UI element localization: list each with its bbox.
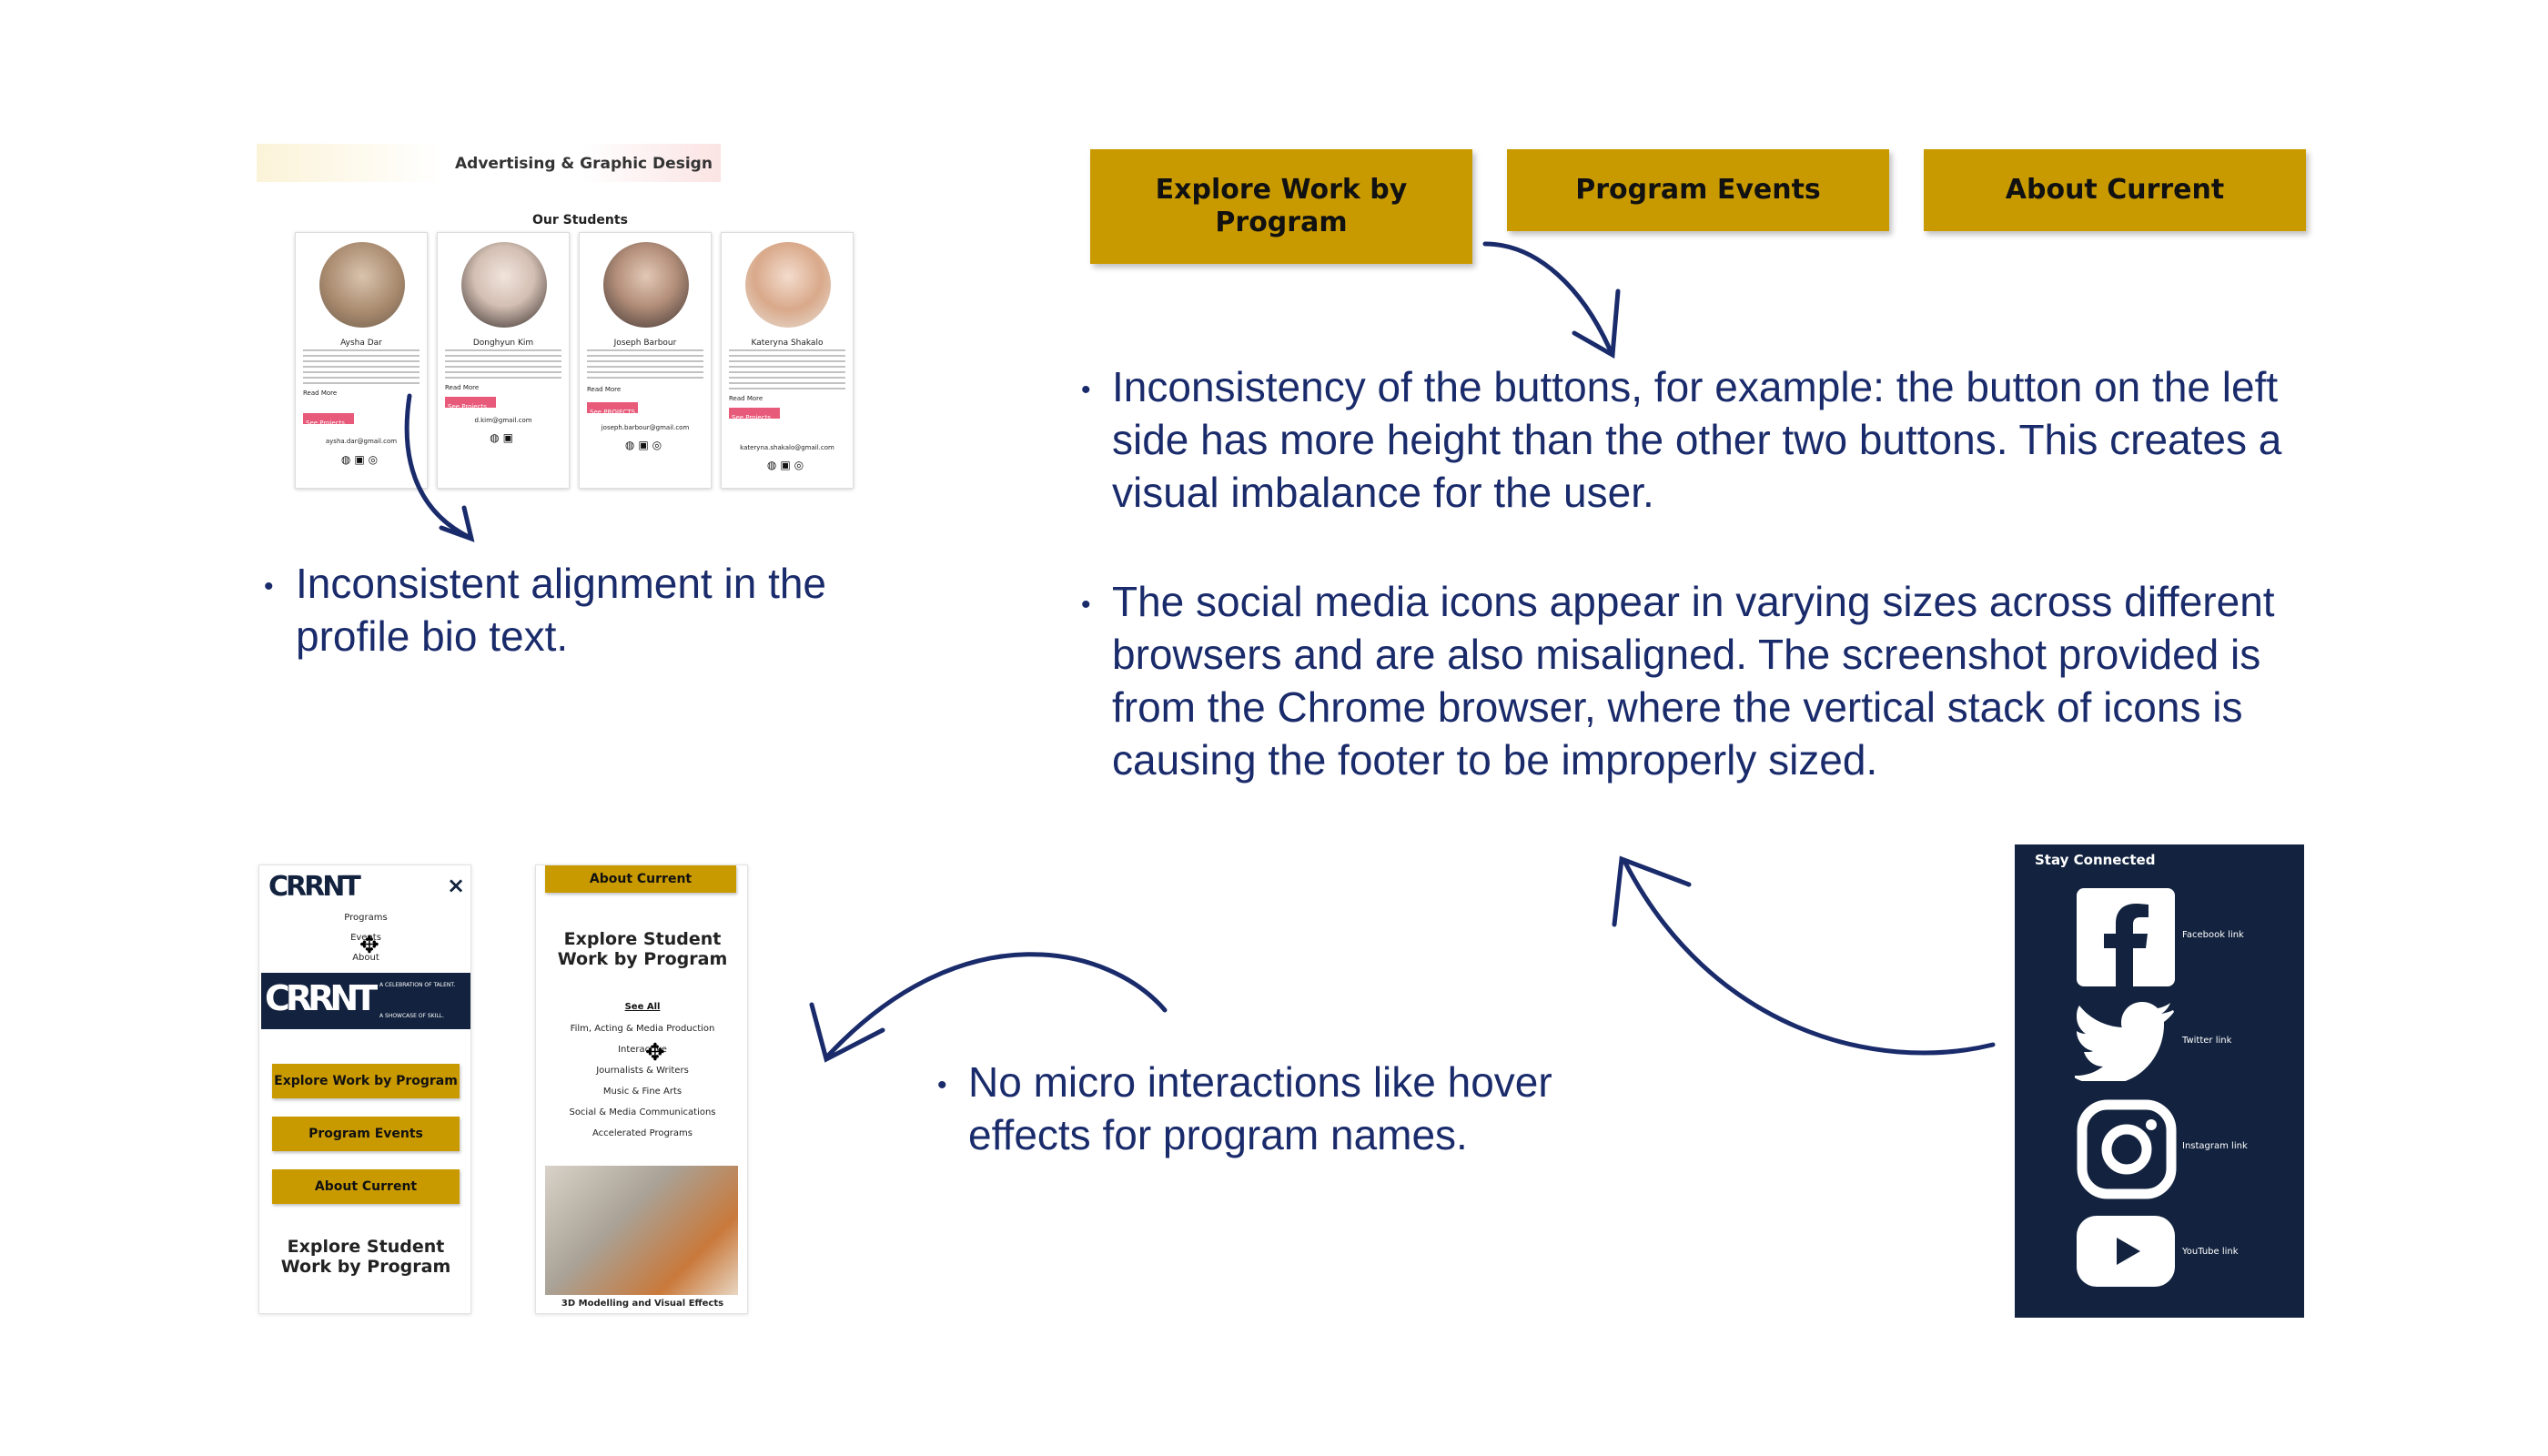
linkedin-icon[interactable]: ▣: [502, 431, 517, 444]
student-photo: [603, 242, 689, 328]
student-email[interactable]: joseph.barbour@gmail.com: [601, 424, 690, 431]
program-image-caption[interactable]: 3D Modelling and Visual Effects: [561, 1299, 724, 1309]
program-link[interactable]: Music & Fine Arts: [602, 1087, 682, 1097]
move-cursor-icon: ✥: [359, 931, 379, 958]
read-more-link[interactable]: Read More: [303, 389, 338, 397]
read-more-link[interactable]: Read More: [729, 395, 763, 402]
instagram-icon[interactable]: [2077, 1099, 2177, 1199]
see-all-link[interactable]: See All: [624, 1002, 661, 1012]
mobile-about-button[interactable]: About Current: [545, 865, 736, 893]
bullet-icon: •: [937, 1070, 947, 1100]
note-social: The social media icons appear in varying…: [1112, 578, 2275, 784]
mobile-programs-screen: About Current Explore Student Work by Pr…: [535, 864, 748, 1314]
footer-title: Stay Connected: [2035, 852, 2156, 868]
program-link[interactable]: Social & Media Communications: [569, 1107, 716, 1117]
menu-link-events[interactable]: Events: [350, 933, 381, 943]
move-cursor-icon: ✥: [645, 1038, 665, 1066]
instagram-icon[interactable]: ◎: [794, 459, 808, 471]
linkedin-icon[interactable]: ▣: [780, 459, 794, 471]
bullet-icon: •: [1081, 375, 1091, 405]
twitter-icon[interactable]: [2075, 1001, 2175, 1081]
hero-logo: CRRNT: [265, 978, 378, 1018]
menu-link-programs[interactable]: Programs: [344, 913, 388, 923]
program-banner: [257, 144, 721, 182]
student-bio: [445, 349, 561, 380]
program-link[interactable]: Accelerated Programs: [592, 1128, 693, 1138]
mobile-events-button[interactable]: Program Events: [272, 1117, 460, 1151]
student-name: Kateryna Shakalo: [751, 339, 824, 348]
student-card: Donghyun Kim Read More See Projects d.ki…: [437, 232, 570, 489]
read-more-link[interactable]: Read More: [587, 386, 622, 393]
instagram-icon[interactable]: ◎: [368, 453, 382, 466]
arrow-icon: [1482, 241, 1621, 359]
close-icon[interactable]: ×: [447, 873, 466, 898]
arrow-icon: [809, 952, 1168, 1063]
program-link[interactable]: Journalists & Writers: [596, 1066, 689, 1076]
about-current-button[interactable]: About Current: [1924, 149, 2306, 231]
bullet-icon: •: [1081, 590, 1091, 620]
student-card: Kateryna Shakalo Read More See Projects …: [721, 232, 854, 489]
youtube-link[interactable]: YouTube link: [2182, 1247, 2239, 1257]
programs-title: Explore Student Work by Program: [557, 929, 728, 969]
bullet-icon: •: [264, 571, 274, 602]
read-more-link[interactable]: Read More: [445, 384, 480, 391]
student-email[interactable]: d.kim@gmail.com: [474, 417, 532, 424]
globe-icon[interactable]: ◍: [766, 459, 781, 471]
mobile-explore-button[interactable]: Explore Work by Program: [272, 1064, 460, 1098]
crrnt-logo[interactable]: CRRNT: [268, 871, 361, 903]
instagram-link[interactable]: Instagram link: [2182, 1141, 2248, 1151]
student-name: Donghyun Kim: [472, 339, 534, 348]
arrow-icon: [1612, 855, 1996, 1056]
student-card: Joseph Barbour Read More See PROJECTS jo…: [579, 232, 712, 489]
see-projects-button[interactable]: See Projects: [445, 397, 496, 410]
globe-icon[interactable]: ◍: [624, 439, 639, 451]
social-icons: ◍▣◎: [296, 453, 427, 466]
program-link[interactable]: Interactive: [618, 1045, 667, 1055]
hero-line-2: A SHOWCASE OF SKILL.: [379, 1013, 444, 1019]
program-banner-title: Advertising & Graphic Design: [455, 155, 713, 173]
student-card: Aysha Dar Read More See Projects aysha.d…: [295, 232, 428, 489]
explore-work-button[interactable]: Explore Work by Program: [1090, 149, 1472, 264]
note-hover: No micro interactions like hover effects…: [968, 1058, 1552, 1158]
note-alignment: Inconsistent alignment in the profile bi…: [296, 560, 827, 660]
student-name: Aysha Dar: [340, 339, 382, 348]
twitter-link[interactable]: Twitter link: [2182, 1036, 2232, 1046]
mobile-section-title: Explore Student Work by Program: [280, 1237, 451, 1277]
arrow-icon: [404, 393, 475, 542]
program-link[interactable]: Film, Acting & Media Production: [570, 1024, 715, 1034]
instagram-icon[interactable]: ◎: [652, 439, 666, 451]
facebook-link[interactable]: Facebook link: [2182, 930, 2244, 940]
program-events-button[interactable]: Program Events: [1507, 149, 1889, 231]
mobile-about-button[interactable]: About Current: [272, 1169, 460, 1204]
facebook-icon[interactable]: [2077, 888, 2175, 986]
menu-link-about[interactable]: About: [352, 953, 379, 963]
student-photo: [745, 242, 831, 328]
student-name: Joseph Barbour: [613, 339, 677, 348]
hero-line-1: A CELEBRATION OF TALENT.: [379, 982, 456, 988]
student-photo: [319, 242, 405, 328]
social-icons: ◍▣: [438, 431, 569, 444]
linkedin-icon[interactable]: ▣: [638, 439, 652, 451]
see-projects-button[interactable]: See Projects: [303, 413, 354, 427]
student-photo: [461, 242, 547, 328]
student-email[interactable]: kateryna.shakalo@gmail.com: [740, 444, 834, 451]
social-icons: ◍▣◎: [580, 439, 711, 451]
program-image[interactable]: [545, 1166, 738, 1295]
our-students-heading: Our Students: [532, 213, 628, 228]
mobile-menu-screen: CRRNT × Programs Events About ✥ CRRNT A …: [258, 864, 471, 1314]
social-icons: ◍▣◎: [722, 459, 853, 471]
student-bio: [303, 349, 420, 386]
student-bio: [587, 349, 703, 382]
see-projects-button[interactable]: See PROJECTS: [587, 402, 638, 416]
see-projects-button[interactable]: See Projects: [729, 408, 780, 421]
linkedin-icon[interactable]: ▣: [354, 453, 369, 466]
student-email[interactable]: aysha.dar@gmail.com: [325, 438, 398, 445]
student-bio: [729, 349, 845, 391]
globe-icon[interactable]: ◍: [490, 431, 503, 444]
hero-banner: CRRNT A CELEBRATION OF TALENT. A SHOWCAS…: [261, 973, 470, 1029]
youtube-icon[interactable]: [2077, 1216, 2175, 1287]
note-buttons: Inconsistency of the buttons, for exampl…: [1112, 363, 2282, 516]
globe-icon[interactable]: ◍: [340, 453, 355, 466]
